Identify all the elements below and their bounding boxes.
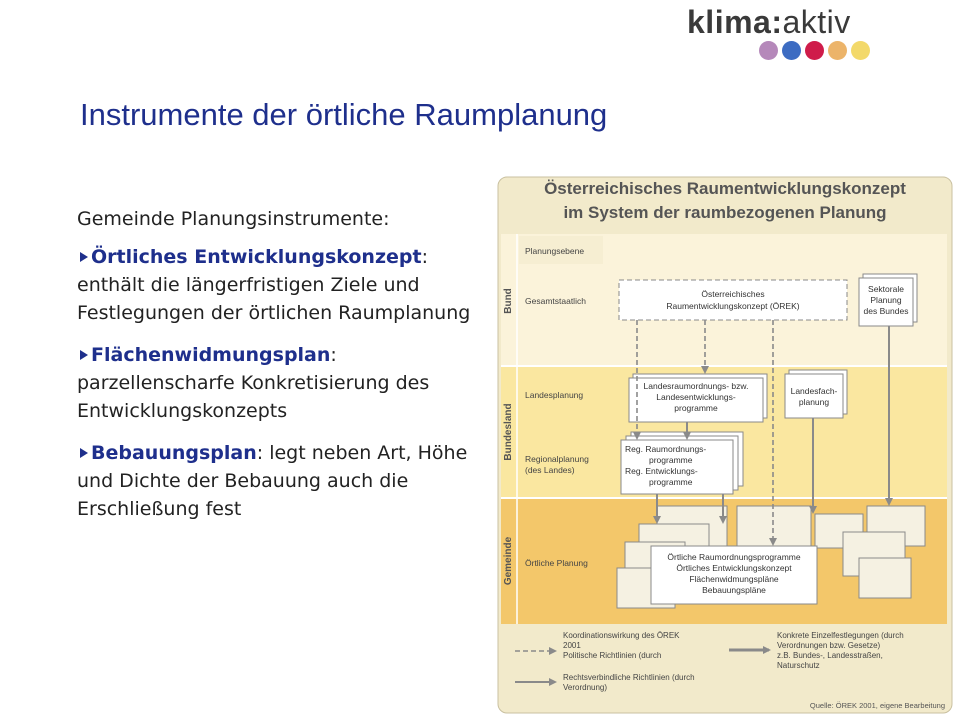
bullet-arrow-icon (80, 447, 88, 458)
oerek-box (618, 279, 848, 321)
bullet-term: Örtliches Entwicklungskonzept (91, 246, 422, 268)
legend-text: Verordnung) (563, 683, 607, 692)
oertlich-label: Bebauungspläne (702, 585, 766, 595)
regional-label: Reg. Entwicklungs- (625, 466, 698, 476)
logo-dot (782, 41, 801, 60)
row-label-planungsebene: Planungsebene (525, 246, 584, 256)
regional-label: programme (649, 477, 693, 487)
intro-text: Gemeinde Planungsinstrumente: (77, 208, 390, 230)
bullet-term: Bebauungsplan (91, 442, 257, 464)
row-label-gesamtstaatlich: Gesamtstaatlich (525, 296, 586, 306)
legend-text: Koordinationswirkung des ÖREK (563, 631, 680, 640)
bullet-text: : parzellenscharfe Konkretisierung des E… (77, 344, 430, 422)
row-label-regionalplanung: Regionalplanung (525, 454, 589, 464)
diagram-svg: Österreichisches Raumentwicklungskonzept… (497, 176, 953, 714)
landes-label: Landesraumordnungs- bzw. (644, 381, 749, 391)
source-note: Quelle: ÖREK 2001, eigene Bearbeitung (810, 701, 945, 710)
legend-text: Konkrete Einzelfestlegungen (durch (777, 631, 904, 640)
bullet-item: Bebauungsplan: legt neben Art, Höhe und … (77, 439, 482, 523)
bullet-arrow-icon (80, 251, 88, 262)
landes-label: Landesentwicklungs- (656, 392, 736, 402)
landesfach-label: Landesfach- (791, 386, 838, 396)
legend-text: 2001 (563, 641, 581, 650)
diagram-title: Österreichisches Raumentwicklungskonzept (544, 179, 906, 198)
diagram-subtitle: im System der raumbezogenen Planung (563, 203, 886, 222)
oerek-box-label: Österreichisches (701, 289, 764, 299)
bullet-term: Flächenwidmungsplan (91, 344, 331, 366)
oerek-box-label: Raumentwicklungskonzept (ÖREK) (666, 301, 799, 311)
planning-system-diagram: Österreichisches Raumentwicklungskonzept… (497, 176, 953, 714)
row-label-landesplanung: Landesplanung (525, 390, 583, 400)
oertliche-programme-box (650, 545, 818, 605)
oertlich-label: Örtliches Entwicklungskonzept (676, 563, 792, 573)
landesfachplanung-box (784, 373, 844, 419)
bullet-text: : enthält die längerfristigen Ziele und … (77, 246, 471, 324)
logo-dot (759, 41, 778, 60)
regional-label: programme (649, 455, 693, 465)
row-label-oertliche-planung: Örtliche Planung (525, 558, 588, 568)
row-label-regionalplanung-sub: (des Landes) (525, 465, 575, 475)
sektoral-label: des Bundes (864, 306, 909, 316)
level-label-bundesland: Bundesland (503, 403, 514, 460)
oertlich-label: Flächenwidmungspläne (689, 574, 779, 584)
logo-dot (851, 41, 870, 60)
bullet-arrow-icon (80, 349, 88, 360)
sektoral-label: Planung (870, 295, 901, 305)
oertlich-label: Örtliche Raumordnungsprogramme (667, 552, 800, 562)
logo-dot (805, 41, 824, 60)
logo-wordmark: klima:aktiv (687, 4, 851, 40)
sektorale-planung-box (858, 277, 914, 327)
legend-text: Verordnungen bzw. Gesetze) (777, 641, 881, 650)
sektoral-label: Sektorale (868, 284, 904, 294)
slide-content: Gemeinde Planungsinstrumente: Örtliches … (77, 205, 482, 537)
bullet-text: : legt neben Art, Höhe und Dichte der Be… (77, 442, 468, 520)
bullet-item: Flächenwidmungsplan: parzellenscharfe Ko… (77, 341, 482, 425)
klimaaktiv-logo: klima:aktiv (687, 4, 897, 64)
landes-label: programme (674, 403, 718, 413)
level-label-gemeinde: Gemeinde (503, 536, 514, 585)
legend-text: z.B. Bundes-, Landesstraßen, (777, 651, 883, 660)
slide-title: Instrumente der örtliche Raumplanung (80, 97, 608, 132)
legend-text: Naturschutz (777, 661, 820, 670)
legend-text: Rechtsverbindliche Richtlinien (durch (563, 673, 695, 682)
level-label-bund: Bund (503, 288, 514, 314)
logo-dot (828, 41, 847, 60)
logo-dots (759, 41, 870, 60)
bullet-item: Örtliches Entwicklungskonzept: enthält d… (77, 243, 482, 327)
legend-text: Politische Richtlinien (durch (563, 651, 661, 660)
regionalprogramme-box (620, 439, 734, 495)
regional-label: Reg. Raumordnungs- (625, 444, 706, 454)
landesfach-label: planung (799, 397, 830, 407)
landesprogramme-box (628, 377, 764, 423)
